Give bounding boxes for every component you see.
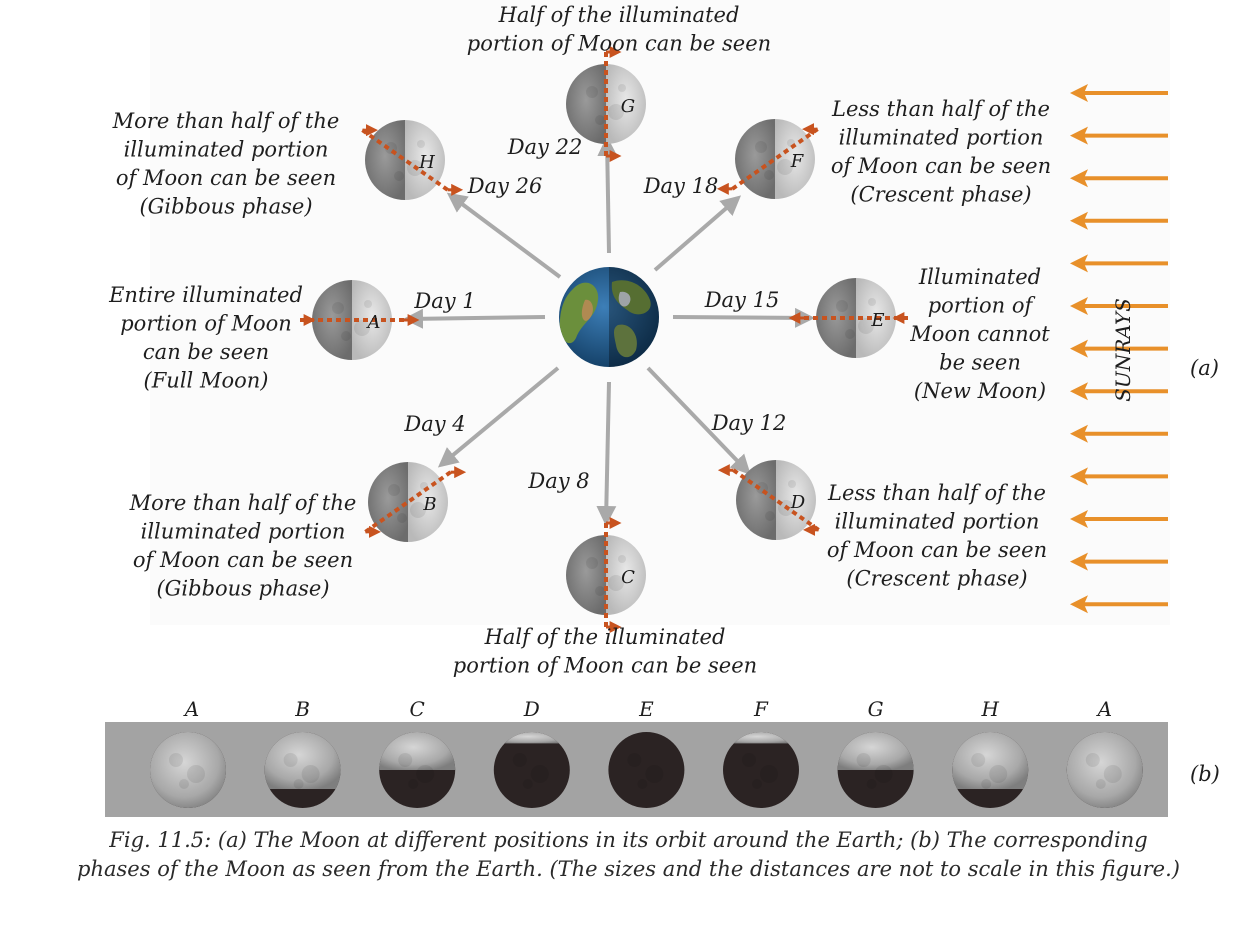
caption-e-line: be seen [939,351,1021,375]
caption-f-line: Less than half of the [831,97,1050,121]
day-label-f: Day 18 [643,174,719,198]
caption-a-line: Entire illuminated [108,283,303,307]
caption-h-line: (Gibbous phase) [139,195,312,219]
phase-letter: C [410,697,425,721]
phase-moon-8 [952,732,1028,808]
phase-moon-2 [265,732,341,808]
caption-e-line: Illuminated [918,265,1041,289]
panel-a-label: (a) [1190,356,1219,380]
phase-moon-3 [379,732,455,808]
moon-letter-a: A [366,312,381,333]
caption-c: Half of the illuminated portion of Moon c… [453,625,757,678]
caption-g-line: portion of Moon can be seen [467,32,771,56]
phase-letter: G [868,697,884,721]
phase-moon-6 [723,732,799,808]
day-label-a: Day 1 [413,289,475,313]
moon-letter-f: F [790,151,805,172]
caption-h-line: of Moon can be seen [116,166,336,190]
caption-a-line: (Full Moon) [144,369,269,393]
caption-b-line: More than half of the [129,491,357,515]
caption-a-line: can be seen [143,340,269,364]
day-label-g: Day 22 [507,135,583,159]
phase-letter: F [753,697,769,721]
figure-caption: Fig. 11.5: (a) The Moon at different pos… [20,826,1237,884]
caption-f-line: (Crescent phase) [850,183,1031,207]
phase-letter: B [294,697,310,721]
moon-letter-g: G [621,96,635,117]
caption-h-line: More than half of the [112,109,340,133]
panel-b-label: (b) [1190,762,1220,786]
phase-moon-9 [1067,732,1143,808]
orbit-arrow-e [673,317,811,318]
day-label-c: Day 8 [527,469,589,493]
moon-letter-c: C [621,567,635,588]
caption-e-line: portion of [928,294,1036,318]
phase-letter: E [638,697,654,721]
caption-e: Illuminated portion of Moon cannot be seen (… [909,265,1050,403]
phase-moon-7 [838,732,914,808]
moon-letter-e: E [870,310,884,331]
figure-caption-line-1: Fig. 11.5: (a) The Moon at different pos… [20,826,1237,855]
day-label-b: Day 4 [403,412,465,436]
caption-g-line: Half of the illuminated [498,3,740,27]
phase-letter: D [523,697,540,721]
caption-f-line: of Moon can be seen [831,154,1051,178]
phase-moon-5 [608,732,684,808]
caption-e-line: (New Moon) [914,379,1046,403]
caption-d-line: (Crescent phase) [846,567,1027,591]
day-label-d: Day 12 [711,411,787,435]
caption-c-line: portion of Moon can be seen [453,654,757,678]
caption-h-line: illuminated portion [124,138,329,162]
phase-moon-1 [150,732,226,808]
moon-letter-b: B [422,494,436,515]
phase-letter: H [980,697,999,721]
phase-letter: A [1096,697,1112,721]
caption-b-line: illuminated portion [141,520,346,544]
orbit-arrow-a [407,317,545,319]
caption-b-line: (Gibbous phase) [156,577,329,601]
caption-f-line: illuminated portion [839,126,1044,150]
figure-caption-line-2: phases of the Moon as seen from the Eart… [20,855,1237,884]
diagram-canvas: SUNRAYS Day 1 Day 4 Day 8 Day 12 Day 15 Day 1… [0,0,1257,820]
caption-d-line: Less than half of the [827,481,1046,505]
day-label-h: Day 26 [467,174,543,198]
caption-e-line: Moon cannot [909,322,1050,346]
caption-b-line: of Moon can be seen [133,548,353,572]
moon-letter-h: H [418,152,435,173]
caption-d-line: of Moon can be seen [827,538,1047,562]
moon-letter-d: D [790,492,806,513]
phase-letter: A [183,697,199,721]
day-label-e: Day 15 [704,288,780,312]
phase-moon-4 [494,732,570,808]
caption-d-line: illuminated portion [835,510,1040,534]
caption-c-line: Half of the illuminated [484,625,726,649]
caption-a-line: portion of Moon [120,312,292,336]
sunrays-label: SUNRAYS [1111,298,1135,402]
